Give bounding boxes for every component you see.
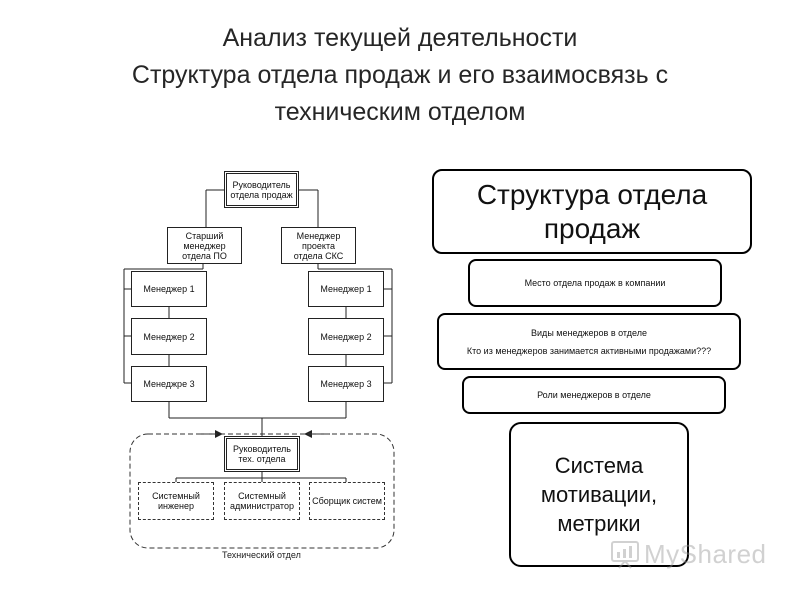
org-senior-manager: Старший менеджер отдела ПО	[167, 227, 242, 264]
panel-manager-roles: Роли менеджеров в отделе	[462, 376, 726, 414]
panel-manager-roles-text: Роли менеджеров в отделе	[537, 390, 651, 400]
panel-manager-types-line-1: Виды менеджеров в отделе	[531, 327, 647, 338]
org-project-manager: Менеджер проекта отдела СКС	[281, 227, 356, 264]
slide-title-line-3: техническим отделом	[274, 98, 526, 126]
panel-motivation: Система мотивации, метрики	[509, 422, 689, 567]
panel-sales-structure: Структура отдела продаж	[432, 169, 752, 254]
slide-title-line-2: Структура отдела продаж и его взаимосвяз…	[131, 61, 669, 89]
org-tech-system-engineer: Системный инженер	[138, 482, 214, 520]
panel-sales-place-text: Место отдела продаж в компании	[524, 278, 666, 288]
panel-sales-place: Место отдела продаж в компании	[468, 259, 722, 307]
org-left-manager-3: Менеджре 3	[131, 366, 207, 402]
panel-sales-structure-text: Структура отдела продаж	[476, 178, 708, 244]
panel-manager-types: Виды менеджеров в отделе Кто из менеджер…	[437, 313, 741, 370]
slide-title-line-1: Анализ текущей деятельности	[222, 24, 578, 52]
org-left-manager-2: Менеджер 2	[131, 318, 207, 355]
watermark-chart-icon	[611, 541, 639, 569]
org-head-sales: Руководитель отдела продаж	[224, 171, 299, 208]
watermark: MyShared	[610, 536, 770, 572]
org-tech-system-admin: Системный администратор	[224, 482, 300, 520]
panel-manager-types-line-2: Кто из менеджеров занимается активными п…	[466, 345, 712, 356]
org-right-manager-2: Менеджер 2	[308, 318, 384, 355]
org-tech-head: Руководитель тех. отдела	[224, 436, 300, 472]
org-right-manager-3: Менеджер 3	[308, 366, 384, 402]
org-right-manager-1: Менеджер 1	[308, 271, 384, 307]
org-tech-department-caption: Технический отдел	[222, 550, 301, 560]
watermark-text: MyShared	[644, 538, 767, 569]
org-tech-assembler: Сборщик систем	[309, 482, 385, 520]
org-left-manager-1: Менеджер 1	[131, 271, 207, 307]
panel-motivation-text: Система мотивации, метрики	[540, 453, 658, 536]
